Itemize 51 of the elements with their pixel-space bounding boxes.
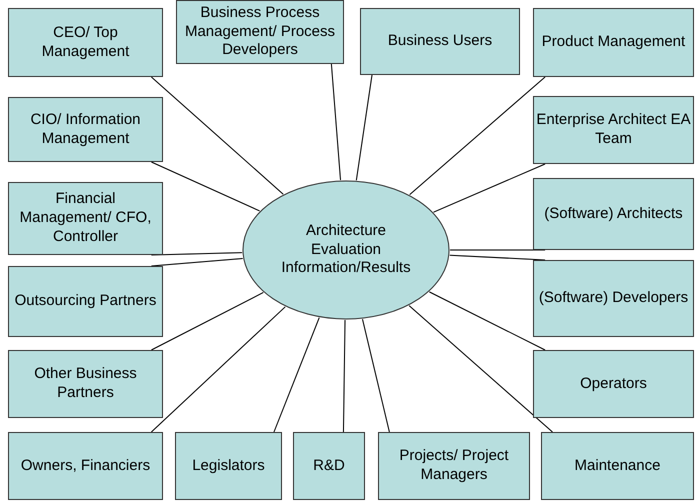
stakeholder-box <box>533 260 694 337</box>
connector-line <box>356 74 372 181</box>
stakeholder-box <box>176 0 344 64</box>
connector-line <box>409 76 546 196</box>
connector-line <box>449 254 546 260</box>
stakeholder-box <box>8 266 163 337</box>
stakeholder-box <box>175 432 282 500</box>
node-label: Architecture Evaluation Information/Results <box>280 222 412 278</box>
connector-line <box>433 164 546 213</box>
node-label: Enterprise Architect EA Team <box>536 111 691 149</box>
stakeholder-box <box>360 8 520 75</box>
stakeholder-box <box>8 350 163 418</box>
node-label: R&D <box>313 456 345 476</box>
stakeholder-box <box>8 432 163 500</box>
stakeholder-box <box>541 432 694 500</box>
stakeholder-box <box>8 8 163 77</box>
connector-line <box>362 318 390 432</box>
connector-line <box>150 162 260 212</box>
node-label: Business Users <box>388 32 492 51</box>
stakeholder-box <box>378 432 530 500</box>
connector-line <box>150 258 244 266</box>
node-label: Business Process Management/ Process Developers <box>184 4 336 60</box>
connector-line <box>342 320 346 432</box>
stakeholder-box <box>533 350 694 418</box>
connector-line <box>150 292 264 350</box>
stakeholder-box <box>533 8 694 77</box>
node-label: Product Management <box>542 33 686 52</box>
node-label: Maintenance <box>574 456 660 476</box>
stakeholder-box <box>8 97 163 162</box>
connector-line <box>273 317 320 432</box>
central-ellipse <box>242 180 450 320</box>
node-label: Outsourcing Partners <box>14 292 156 311</box>
node-label: CEO/ Top Management <box>40 24 130 62</box>
node-label: CIO/ Information Management <box>29 110 142 148</box>
stakeholder-box <box>8 182 163 255</box>
node-label: Owners, Financiers <box>20 456 150 476</box>
connector-line <box>150 76 284 195</box>
connector-line <box>330 64 342 181</box>
node-label: (Software) Architects <box>544 204 683 224</box>
node-label: Projects/ Project Managers <box>398 447 510 485</box>
stakeholder-box <box>293 432 365 500</box>
connector-line <box>408 305 553 432</box>
connector-line <box>428 291 546 350</box>
node-label: Financial Management/ CFO, Controller <box>18 190 152 247</box>
stakeholder-box <box>533 96 694 164</box>
node-label: Legislators <box>192 456 265 476</box>
stakeholder-box <box>533 178 694 250</box>
node-label: Operators <box>580 374 647 394</box>
connector-line <box>150 306 286 432</box>
node-label: (Software) Developers <box>538 289 688 308</box>
node-label: Other Business Partners <box>33 365 138 403</box>
